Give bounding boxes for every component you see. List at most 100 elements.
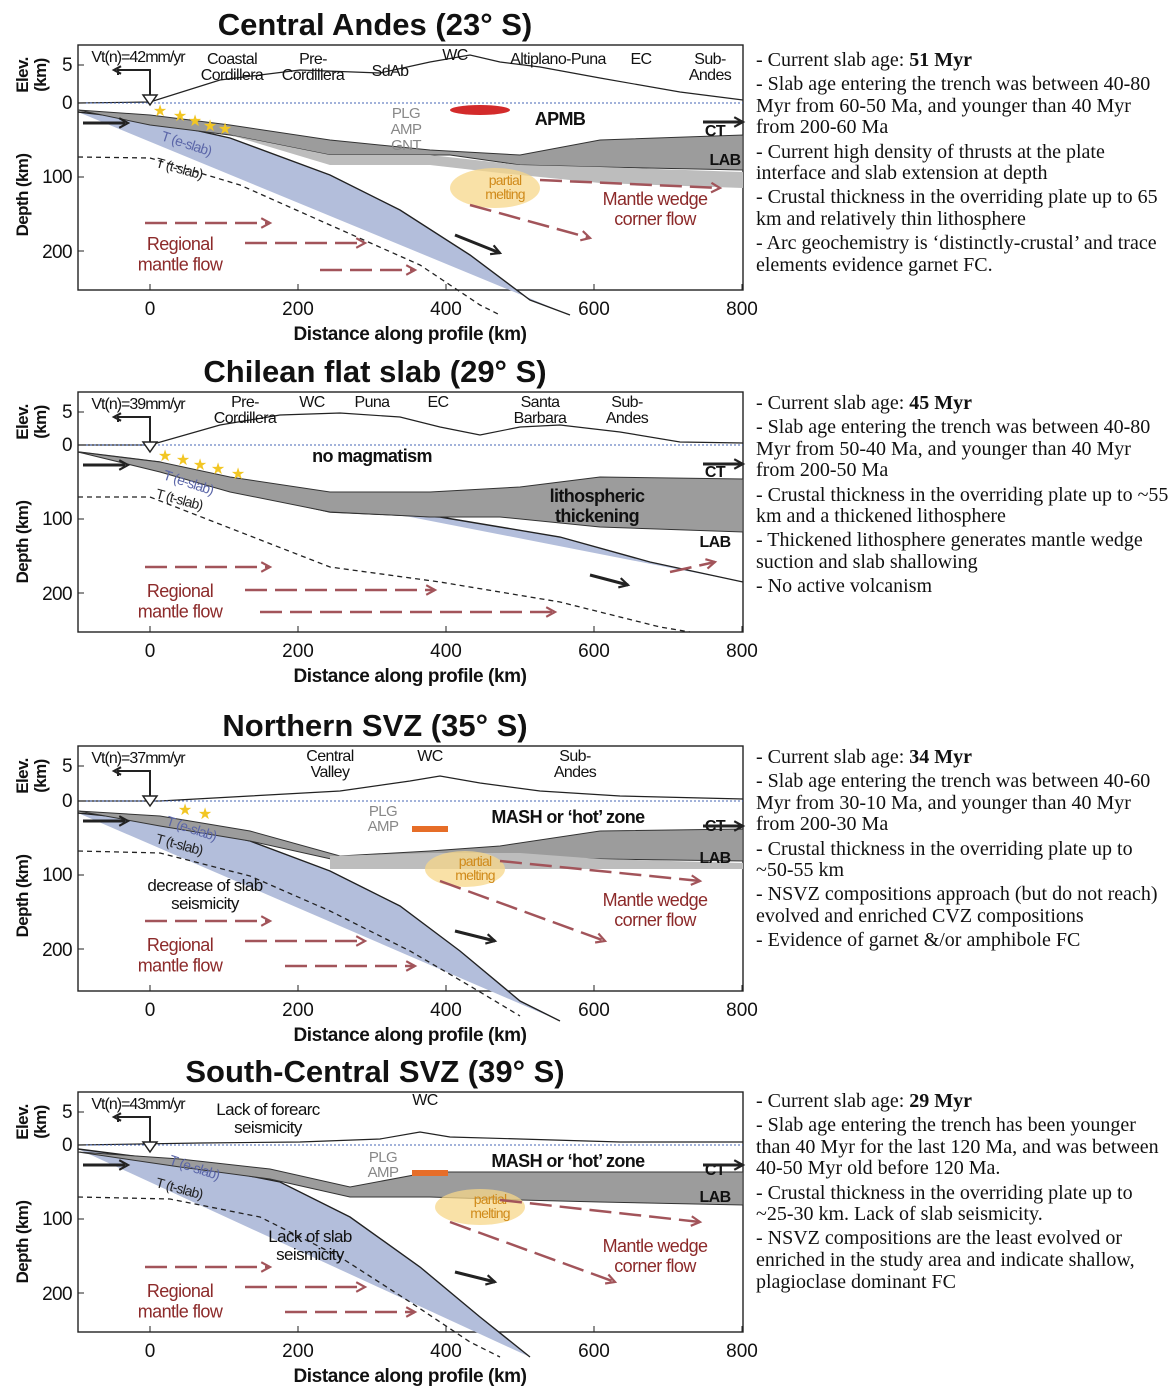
panel-1-lab-label: LAB [709, 152, 740, 169]
panel-3-x-axis-label: Distance along profile (km) [293, 1025, 526, 1046]
panel-1-earthquake-star-icon: ★ [188, 113, 202, 130]
note: - Crustal thickness in the overriding pl… [756, 483, 1169, 528]
panel-1-earthquake-star-icon: ★ [153, 103, 167, 120]
panel-3-mash-label: MASH or ‘hot’ zone [491, 807, 645, 827]
panel-3-earthquake-star-icon: ★ [198, 806, 212, 823]
panel-1-region-label: Pre-Cordillera [282, 51, 345, 84]
panel-3-partial-melting-zone [425, 851, 505, 887]
panel-2-earthquake-star-icon: ★ [158, 448, 172, 465]
panel-4-plg-label: PLG [369, 1149, 397, 1166]
panel-1-x-tick-label: 800 [726, 299, 758, 320]
panel-3-plg-label: PLG [369, 803, 397, 820]
panel-1-velocity-arrow-head [111, 65, 122, 75]
panel-2-x-tick-label: 600 [578, 641, 610, 662]
panel-2-x-tick-label: 800 [726, 641, 758, 662]
panel-2-elev-tick: 0 [62, 435, 72, 456]
panel-4-overriding-crust [77, 1151, 744, 1206]
panel-4-wedge-flow-arrow-head [604, 1273, 618, 1285]
panel-4-amp-label: AMP [368, 1164, 399, 1181]
panel-3-regional-flow-arrow-head [355, 935, 368, 947]
panel-1-apmb-body [450, 105, 510, 115]
note: - Slab age entering the trench has been … [756, 1114, 1159, 1180]
panel-2-velocity-label: Vt(n)=39mm/yr [91, 396, 186, 413]
panel-1-slab [78, 112, 570, 315]
panel-1-wedge-flow-arrow [469, 203, 591, 240]
panel-2-wedge-flow-arrow-head [705, 558, 718, 570]
note: - Crustal thickness in the overriding pl… [756, 186, 1158, 230]
note: - Arc geochemistry is ‘distinctly-crusta… [756, 232, 1157, 276]
panel-3-x-tick-label: 800 [726, 1000, 758, 1021]
panel-2-wedge-flow-arrow [669, 560, 716, 574]
panel-1-region-label: Sub-Andes [689, 51, 732, 84]
panel-1-wedge-flow-arrow-head [710, 181, 723, 194]
panel-3-x-tick-label: 400 [430, 1000, 462, 1021]
panel-2-depth-axis-label: Depth (km) [13, 501, 32, 584]
note: - Crustal thickness in the overriding pl… [756, 1181, 1133, 1226]
panel-3-title: Northern SVZ (35° S) [222, 708, 528, 743]
panel-3-topography [78, 775, 744, 802]
note: - NSVZ compositions are the least evolve… [756, 1227, 1135, 1293]
panel-2-x-tick-label: 0 [145, 641, 156, 662]
panel-1-partial-melting-zone [450, 168, 540, 208]
panel-2-regional-flow-arrow-head [425, 584, 438, 596]
panel-3-mash-zone [412, 826, 448, 832]
panel-4-elev-tick: 0 [62, 1135, 72, 1156]
panel-4-x-tick-label: 0 [145, 1341, 156, 1362]
panel-4-plate-motion-arrow-head [485, 1274, 498, 1286]
panel-3-x-tick-label: 600 [578, 1000, 610, 1021]
panel-4-notes: - Current slab age: 29 Myr - Slab age en… [756, 1090, 1170, 1296]
panel-2-plate-motion-arrow-head [618, 577, 631, 589]
panel-1-earthquake-star-icon: ★ [218, 121, 232, 138]
panel-1-gnt-label: GNT [391, 137, 421, 154]
panel-4-mash-zone [412, 1170, 448, 1176]
panel-2-plate-motion-arrow-head [733, 458, 746, 470]
panel-1-wedge-flow-arrow-head [580, 230, 593, 242]
panel-1-velocity-label: Vt(n)=42mm/yr [91, 49, 186, 66]
panel-1-region-label: SdAb [372, 63, 409, 80]
panel-2-lab-label: LAB [699, 534, 730, 551]
panel-2-x-tick-label: 400 [430, 641, 462, 662]
panel-4-regional-flow-arrow-head [405, 1306, 418, 1318]
panel-2-region-label: Pre-Cordillera [214, 394, 277, 427]
panel-1-x-tick-label: 400 [430, 299, 462, 320]
panel-3-elev-axis-label: Elev.(km) [13, 758, 50, 793]
panel-2-elev-axis-label: Elev.(km) [13, 404, 50, 439]
panel-2-depth-tick: 200 [42, 584, 72, 605]
panel-1-region-label: WC [442, 47, 468, 64]
panel-2-earthquake-star-icon: ★ [231, 466, 245, 483]
panel-2-region-label: Sub-Andes [606, 394, 649, 427]
panel-3-elev-tick: 5 [62, 756, 72, 777]
panel-3-depth-tick: 200 [42, 940, 72, 961]
panel-3-t-slab-line [77, 850, 521, 1017]
note: - Slab age entering the trench was betwe… [756, 73, 1151, 139]
panel-1-x-axis-label: Distance along profile (km) [293, 324, 526, 345]
panel-3-slab [78, 813, 560, 1021]
panel-3-earthquake-star-icon: ★ [178, 802, 192, 819]
panel-4-plate-motion-arrow [454, 1270, 496, 1284]
note: - Slab age entering the trench was betwe… [756, 416, 1151, 482]
note: - Current high density of thrusts at the… [756, 140, 1105, 185]
panel-3-region-label: WC [417, 748, 443, 765]
note: - No active volcanism [756, 575, 933, 598]
panel-3-wedge-flow-arrow-head [594, 932, 608, 944]
panel-4-t-slab-line [77, 1196, 501, 1358]
panel-4-trench-arrow-icon [141, 1141, 159, 1154]
panel-3-wedge-flow-arrow-head [690, 874, 703, 886]
panel-2-earthquake-star-icon: ★ [193, 457, 207, 474]
panel-1-plate-motion-arrow-head [489, 244, 503, 256]
panel-3-region-label: Sub-Andes [554, 748, 597, 781]
panel-2-title: Chilean flat slab (29° S) [203, 354, 547, 389]
panel-1-plate-motion-arrow [454, 233, 501, 255]
panel-2-ct-label: CT [705, 464, 726, 481]
panel-4-depth-tick: 100 [42, 1209, 72, 1230]
